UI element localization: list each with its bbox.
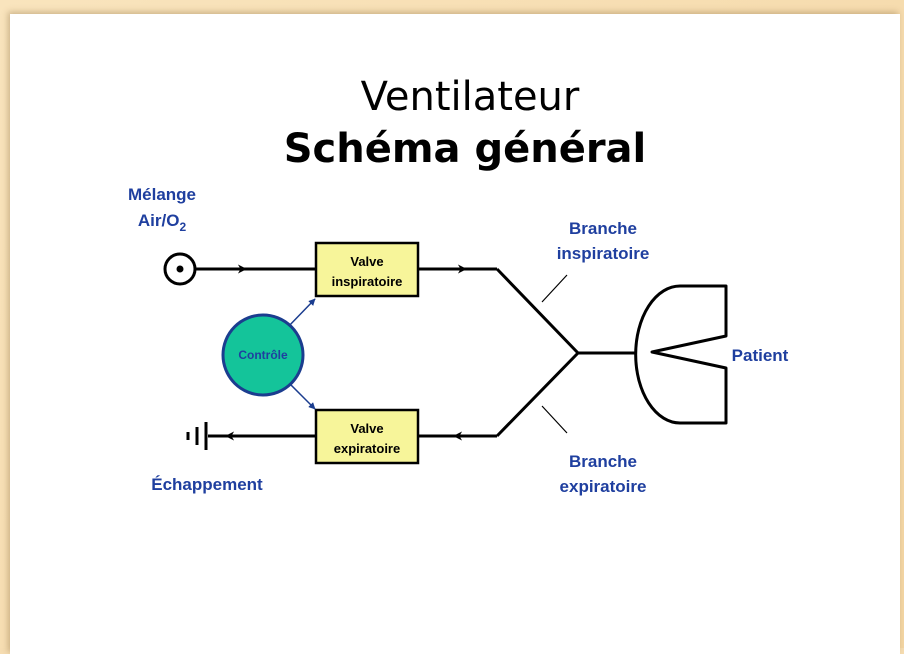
patient-lungs-icon [634,284,728,425]
valve-insp-line2: inspiratoire [332,274,403,289]
air-o2-label: Air/O2 [138,211,187,234]
branche-exp-line2: expiratoire [560,477,647,496]
valve-insp-line1: Valve [350,254,383,269]
melange-label: Mélange [128,185,196,204]
valve-exp-line1: Valve [350,421,383,436]
control-label: Contrôle [238,348,288,362]
slide: Ventilateur Schéma général Mélange Air/O… [10,14,900,654]
exhaust-ground-icon [186,422,208,450]
exp-branch-line [495,351,580,438]
title-line2: Schéma général [284,126,647,172]
branche-exp-line1: Branche [569,452,637,471]
patient-label: Patient [732,346,789,365]
insp-pointer [541,274,568,303]
exp-pointer [541,405,568,434]
ventilator-diagram: Ventilateur Schéma général Mélange Air/O… [128,74,789,496]
echappement-label: Échappement [151,475,263,494]
gas-source-dot [176,265,184,273]
control-to-insp-line [285,298,316,330]
title-line1: Ventilateur [361,74,580,120]
valve-exp-line2: expiratoire [334,441,400,456]
insp-branch-line [495,267,580,355]
branche-insp-line2: inspiratoire [557,244,650,263]
control-unit [221,313,305,397]
branche-insp-line1: Branche [569,219,637,238]
